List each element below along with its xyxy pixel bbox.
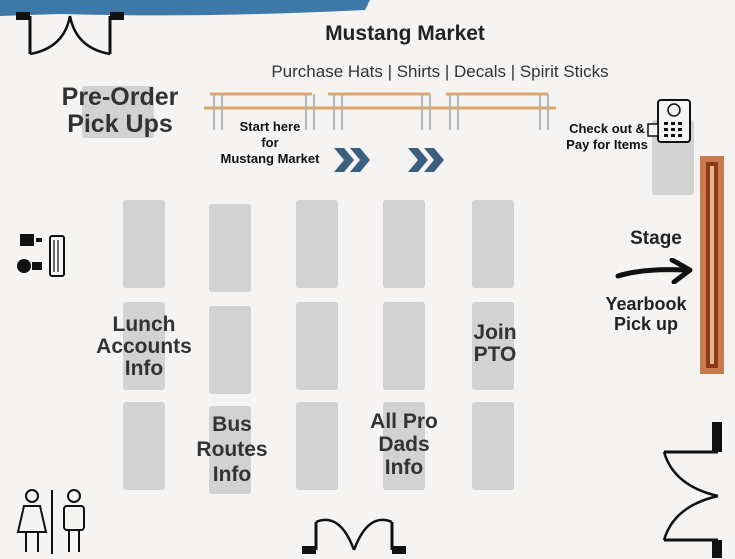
- start-here-line-3: Mustang Market: [220, 151, 320, 166]
- pto-line-2: PTO: [473, 343, 517, 366]
- all-pro-dads-label: All Pro Dads Info: [350, 410, 458, 479]
- lunch-line-3: Info: [124, 357, 164, 380]
- table-r2-c5: [472, 302, 514, 390]
- bus-line-1: Bus: [212, 413, 252, 436]
- join-pto-label: Join PTO: [450, 322, 540, 366]
- start-here-line-2: for: [261, 135, 279, 150]
- market-subtitle: Purchase Hats | Shirts | Decals | Spirit…: [271, 62, 609, 81]
- bus-line-3: Info: [212, 463, 252, 486]
- bus-routes-label: Bus Routes Info: [176, 412, 288, 487]
- preorder-line-2: Pick Ups: [67, 110, 173, 138]
- table-r2-c3: [296, 302, 338, 390]
- table-r1-c4: [383, 200, 425, 288]
- lunch-accounts-label: Lunch Accounts Info: [76, 314, 212, 380]
- door-icon: [662, 422, 722, 558]
- start-here-line-1: Start here: [239, 119, 301, 134]
- chevron-right-icon: [334, 148, 370, 172]
- table-r1-c3: [296, 200, 338, 288]
- arrow-right-icon: [615, 258, 693, 284]
- checkout-line-1: Check out &: [569, 121, 645, 136]
- table-r2-c1: [123, 302, 165, 390]
- preorder-line-1: Pre-Order: [61, 83, 179, 111]
- checkout-label: Check out & Pay for Items: [550, 121, 664, 153]
- market-counters: [204, 92, 556, 130]
- lunch-line-1: Lunch: [112, 313, 176, 336]
- preorder-label: Pre-Order Pick Ups: [40, 84, 200, 138]
- table-r3-c2: [209, 406, 251, 494]
- bus-line-2: Routes: [196, 438, 268, 461]
- yearbook-line-1: Yearbook: [605, 294, 687, 314]
- water-fountain-icon: [17, 234, 65, 277]
- table-r3-c5: [472, 402, 514, 490]
- restroom-icon: [16, 489, 85, 554]
- yearbook-line-2: Pick up: [613, 314, 679, 334]
- allpro-line-1: All Pro: [370, 410, 438, 433]
- table-r2-c2: [209, 306, 251, 394]
- banner-strip: [0, 0, 370, 16]
- allpro-line-2: Dads: [378, 433, 430, 456]
- table-r2-c4: [383, 302, 425, 390]
- table-r3-c1: [123, 402, 165, 490]
- chevron-right-icon: [408, 148, 444, 172]
- door-icon: [302, 518, 406, 554]
- table-r1-c1: [123, 200, 165, 288]
- checkout-line-2: Pay for Items: [566, 137, 648, 152]
- preorder-table: [82, 86, 154, 138]
- table-r1-c2: [209, 204, 251, 292]
- table-r3-c3: [296, 402, 338, 490]
- table-r1-c5: [472, 200, 514, 288]
- door-icon: [16, 12, 124, 56]
- yearbook-label: Yearbook Pick up: [590, 294, 702, 334]
- pto-line-1: Join: [473, 321, 517, 344]
- stage-label: Stage: [630, 228, 682, 249]
- lunch-line-2: Accounts: [96, 335, 192, 358]
- start-here-label: Start here for Mustang Market: [200, 119, 340, 167]
- allpro-line-3: Info: [384, 456, 424, 479]
- stage-platform: [700, 156, 724, 374]
- cash-register-icon: [647, 99, 691, 143]
- table-r3-c4: [383, 402, 425, 490]
- page-title: Mustang Market: [325, 22, 485, 45]
